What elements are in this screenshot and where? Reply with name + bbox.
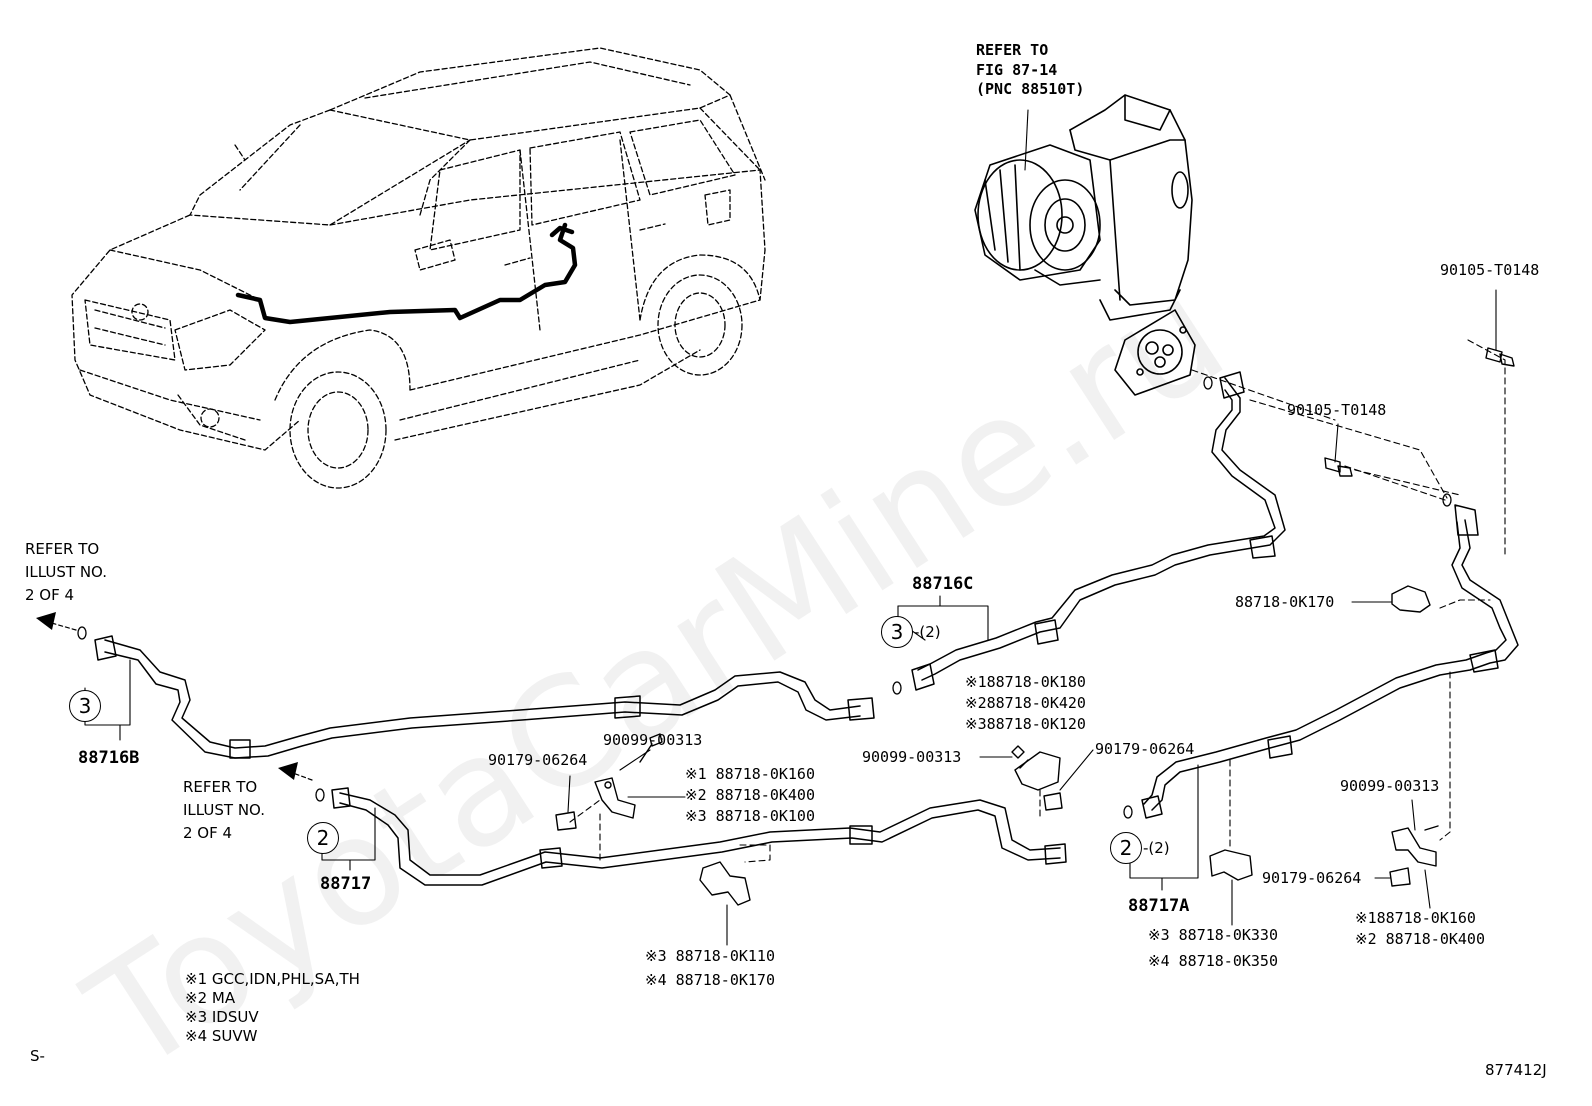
part-88717A: 88717A	[1128, 896, 1190, 916]
variant-bottom-center-2: ※4 88718-0K170	[645, 971, 775, 989]
ref-upper-line1: REFER TO	[25, 540, 100, 558]
variants-left-clamp: ※1 88718-0K160 ※2 88718-0K400 ※3 88718-0…	[685, 764, 815, 827]
ref-blower-line2: FIG 87-14	[976, 61, 1058, 79]
callout-3-left: 3	[69, 690, 101, 722]
callout-2-left: 2	[307, 822, 339, 854]
hose-lines	[94, 371, 1519, 886]
o-rings	[77, 376, 1452, 819]
harness-route	[235, 222, 578, 325]
callout-3-center: 3	[881, 616, 913, 648]
ref-blower: REFER TO FIG 87-14 (PNC 88510T)	[976, 40, 1084, 99]
callout-2-right: 2	[1110, 832, 1142, 864]
legend-2: ※2 MA	[185, 989, 236, 1007]
part-screw-center: 90099-00313	[862, 748, 962, 766]
part-88716C: 88716C	[912, 574, 974, 594]
variant-bottom-right-2: ※4 88718-0K350	[1148, 952, 1278, 970]
part-grommet-center: 90179-06264	[1095, 740, 1195, 758]
market-legend: ※1 GCC,IDN,PHL,SA,TH ※2 MA ※3 IDSUV ※4 S…	[185, 970, 360, 1046]
ref-upper-line2: ILLUST NO.	[25, 563, 108, 581]
callout-2-right-qty: -(2)	[1143, 839, 1170, 857]
ref-lower-line1: REFER TO	[183, 778, 258, 796]
variant-center-2: ※288718-0K420	[965, 694, 1086, 712]
ref-upper-line3: 2 OF 4	[25, 586, 75, 604]
part-grommet-right: 90179-06264	[1262, 869, 1362, 887]
ref-illust-upper: REFER TO ILLUST NO. 2 OF 4	[25, 538, 107, 607]
part-screw-right: 90099-00313	[1340, 777, 1440, 795]
variant-far-right-1: ※188718-0K160	[1355, 909, 1476, 927]
legend-3: ※3 IDSUV	[185, 1008, 259, 1026]
variant-center-1: ※188718-0K180	[965, 673, 1086, 691]
footer-code: S-	[30, 1047, 45, 1065]
ref-lower-line2: ILLUST NO.	[183, 801, 266, 819]
variant-bottom-center-1: ※3 88718-0K110	[645, 947, 775, 965]
part-88716B: 88716B	[78, 748, 140, 768]
part-bolt-top: 90105-T0148	[1440, 261, 1540, 279]
variant-left-1: ※1 88718-0K160	[685, 765, 815, 783]
variant-far-right-2: ※2 88718-0K400	[1355, 930, 1485, 948]
part-screw-left: 90099-00313	[603, 731, 703, 749]
variant-left-3: ※3 88718-0K100	[685, 807, 815, 825]
variant-bottom-right-1: ※3 88718-0K330	[1148, 926, 1278, 944]
blower-unit	[974, 94, 1196, 396]
ref-blower-line3: (PNC 88510T)	[976, 80, 1085, 98]
dashed-leaders	[569, 339, 1506, 863]
variants-bottom-center: ※3 88718-0K110 ※4 88718-0K170	[645, 944, 775, 992]
ref-lower-line3: 2 OF 4	[183, 824, 233, 842]
callout-3-center-qty: -(2)	[914, 623, 941, 641]
variant-center-3: ※388718-0K120	[965, 715, 1086, 733]
ref-arrowheads	[36, 612, 298, 780]
ref-blower-line1: REFER TO	[976, 41, 1049, 59]
variants-far-right: ※188718-0K160 ※2 88718-0K400	[1355, 908, 1485, 950]
part-grommet-left: 90179-06264	[488, 751, 588, 769]
variant-left-2: ※2 88718-0K400	[685, 786, 815, 804]
ref-illust-lower: REFER TO ILLUST NO. 2 OF 4	[183, 776, 265, 845]
part-clamp-0K170: 88718-0K170	[1235, 593, 1335, 611]
figure-id: 877412J	[1485, 1061, 1547, 1079]
legend-4: ※4 SUVW	[185, 1027, 258, 1045]
variants-center-top: ※188718-0K180 ※288718-0K420 ※388718-0K12…	[965, 672, 1086, 735]
part-bolt-mid: 90105-T0148	[1287, 401, 1387, 419]
variants-bottom-right: ※3 88718-0K330 ※4 88718-0K350	[1148, 922, 1278, 974]
clamps	[555, 347, 1515, 906]
legend-1: ※1 GCC,IDN,PHL,SA,TH	[185, 970, 360, 988]
part-88717: 88717	[320, 874, 372, 894]
vehicle-outline	[71, 47, 766, 489]
